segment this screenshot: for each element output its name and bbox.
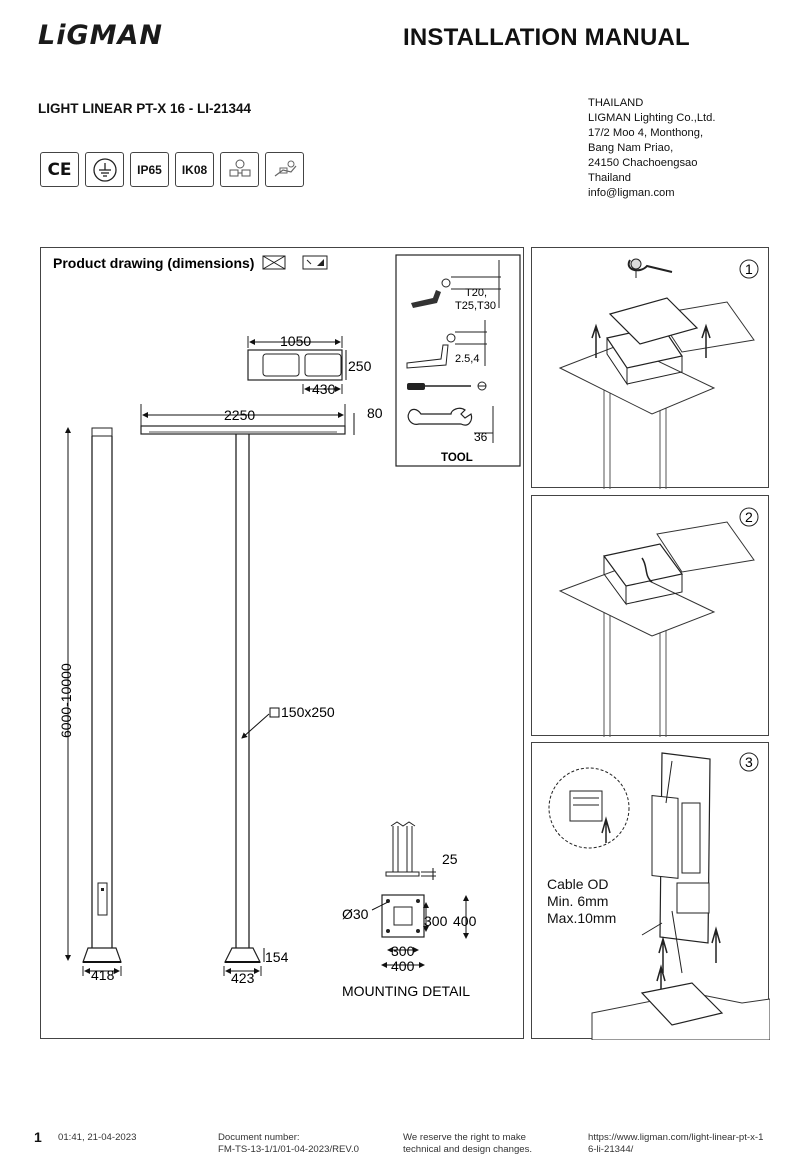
- product-title: LIGHT LINEAR PT-X 16 - LI-21344: [38, 101, 252, 116]
- dim-300-horizontal: 300: [391, 943, 415, 959]
- dim-2250: 2250: [224, 407, 255, 423]
- address-line: Thailand: [588, 172, 631, 184]
- drawing-heading: Product drawing (dimensions): [53, 255, 254, 271]
- step-3-panel: 3 Cable OD Min. 6mm Max.10mm: [531, 742, 770, 1040]
- dim-400-horizontal: 400: [391, 958, 415, 974]
- dim-400-vertical: 400: [453, 913, 477, 929]
- step-2-number: 2: [745, 509, 753, 525]
- dim-250: 250: [348, 358, 372, 374]
- wiring-icon: [265, 152, 304, 187]
- brand-logo: LiGMAN: [38, 20, 163, 51]
- mounting-detail: [371, 821, 469, 968]
- pole-front-view: [140, 425, 346, 976]
- pole-side-view: [65, 427, 122, 976]
- email-link[interactable]: info@ligman.com: [588, 187, 675, 199]
- torx-sizes-line1: T20,: [465, 287, 487, 299]
- dim-height: 6000-10000: [58, 663, 74, 738]
- torx-sizes-line2: T25,T30: [455, 300, 496, 312]
- detail-magnifier: [548, 767, 630, 849]
- address-line: 17/2 Moo 4, Monthong,: [588, 127, 704, 139]
- disclaimer-line: We reserve the right to make: [403, 1132, 526, 1143]
- cable-spec-line: Max.10mm: [547, 910, 617, 926]
- page-number: 1: [34, 1129, 42, 1145]
- address-line: THAILAND: [588, 97, 644, 109]
- docnum-label: Document number:: [218, 1132, 300, 1143]
- wrench-size: 36: [474, 430, 488, 444]
- mounting-detail-label: MOUNTING DETAIL: [342, 983, 470, 999]
- hex-key-size: 2.5,4: [455, 353, 479, 365]
- hammer-icon: [302, 255, 328, 270]
- document-title: INSTALLATION MANUAL: [403, 24, 690, 51]
- disclaimer: We reserve the right to make technical a…: [403, 1132, 532, 1156]
- dim-80: 80: [367, 405, 383, 421]
- cable-spec-line: Min. 6mm: [547, 893, 609, 909]
- url-line: https://www.ligman.com/light-linear-pt-x…: [588, 1132, 764, 1143]
- url-line: 6-li-21344/: [588, 1144, 634, 1155]
- step-2-panel: 2: [531, 495, 769, 737]
- address-line: 24150 Chachoengsao: [588, 157, 698, 169]
- product-drawing-panel: Product drawing (dimensions) 1050 250 43…: [40, 247, 524, 1039]
- ik-rating-badge: IK08: [175, 152, 214, 187]
- step-1-number: 1: [745, 261, 753, 277]
- certification-badges: CE IP65 IK08: [40, 152, 304, 187]
- ce-mark-badge: CE: [40, 152, 79, 187]
- company-address: THAILAND LIGMAN Lighting Co.,Ltd. 17/2 M…: [588, 96, 715, 201]
- no-disposal-icon: [262, 255, 286, 270]
- docnum-value: FM-TS-13-1/1/01-04-2023/REV.0: [218, 1144, 359, 1155]
- cable-spec-line: Cable OD: [547, 876, 609, 892]
- document-number: Document number: FM-TS-13-1/1/01-04-2023…: [218, 1132, 359, 1156]
- tool-label: TOOL: [441, 452, 473, 464]
- print-datetime: 01:41, 21-04-2023: [58, 1132, 137, 1143]
- dim-300-vertical: 300: [424, 913, 448, 929]
- driver-icon: [220, 152, 259, 187]
- dim-430: 430: [312, 381, 336, 397]
- cable-spec: Cable OD Min. 6mm Max.10mm: [547, 876, 616, 927]
- address-line: Bang Nam Priao,: [588, 142, 674, 154]
- step-number-circle: [739, 259, 759, 279]
- dim-section: 150x250: [281, 704, 335, 720]
- dim-bolt-diameter: Ø30: [342, 906, 369, 922]
- step-1-panel: 1: [531, 247, 769, 489]
- tool-box: [395, 254, 521, 467]
- luminaire-top-view: [247, 336, 347, 394]
- disclaimer-line: technical and design changes.: [403, 1144, 533, 1155]
- ip-rating-badge: IP65: [130, 152, 169, 187]
- dim-418: 418: [91, 967, 115, 983]
- dim-1050: 1050: [280, 333, 311, 349]
- step-3-number: 3: [745, 754, 753, 770]
- address-line: LIGMAN Lighting Co.,Ltd.: [588, 112, 716, 124]
- product-url-link[interactable]: https://www.ligman.com/light-linear-pt-x…: [588, 1132, 763, 1156]
- earth-ground-icon: [85, 152, 124, 187]
- dim-plate-thickness: 25: [442, 851, 458, 867]
- dim-154: 154: [265, 949, 289, 965]
- dim-423: 423: [231, 970, 255, 986]
